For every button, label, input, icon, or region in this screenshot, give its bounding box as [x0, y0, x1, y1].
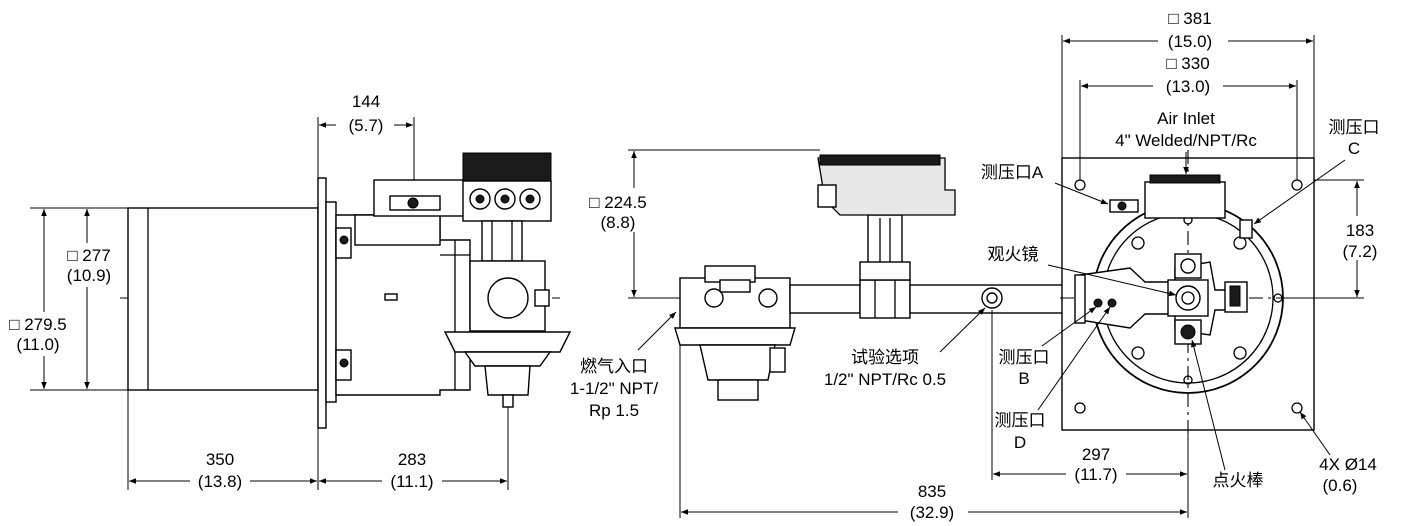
dim-350-label: 350: [206, 450, 234, 469]
dim-144-inch: (5.7): [349, 116, 384, 135]
dim-350-inch: (13.8): [198, 472, 242, 491]
tap-c-letter: C: [1348, 139, 1360, 158]
pressure-tap-b-fitting: [1093, 298, 1103, 308]
actuator-head: [817, 157, 956, 216]
air-inlet: [1144, 181, 1226, 219]
holes-inch: (0.6): [1323, 476, 1358, 495]
tap-b-letter: B: [1018, 369, 1029, 388]
igniter-label: 点火棒: [1213, 471, 1264, 490]
test-option-label: 试验选项: [851, 348, 919, 367]
dim-297-inch: (11.7): [1074, 465, 1117, 484]
pressure-tap-d-fitting: [1107, 298, 1117, 308]
sight-glass: [1175, 285, 1201, 311]
mounting-hole: [1291, 402, 1303, 414]
sight-glass-label: 观火镜: [988, 245, 1039, 264]
gas-pipe-1: [789, 284, 861, 314]
dim-279-5-label: □ 279.5: [9, 315, 67, 334]
tap-c-label: 测压口: [1329, 118, 1380, 137]
dim-381-label: □ 381: [1168, 9, 1211, 28]
dim-297-label: 297: [1082, 445, 1110, 464]
pipe-coupling: [859, 279, 911, 319]
dim-381-inch: (15.0): [1168, 32, 1212, 51]
dim-330-inch: (13.0): [1166, 77, 1210, 96]
dim-283-label: 283: [398, 450, 426, 469]
dim-183-label: 183: [1346, 221, 1374, 240]
air-inlet-label: Air Inlet: [1157, 109, 1215, 128]
mounting-hole: [1074, 402, 1086, 414]
dim-277-inch: (10.9): [67, 266, 111, 285]
pressure-tap-c-fitting: [1239, 219, 1253, 239]
dim-224-5-inch: (8.8): [601, 213, 636, 232]
holes-label: 4X Ø14: [1319, 455, 1377, 474]
regulator: [443, 331, 572, 353]
tap-b-label: 测压口: [999, 348, 1050, 367]
dim-835-label: 835: [918, 482, 946, 501]
tap-a-label: 测压口A: [981, 163, 1044, 182]
dim-835-inch: (32.9): [910, 503, 954, 522]
burner-tube: [127, 207, 319, 391]
tap-d-letter: D: [1014, 433, 1026, 452]
tap-d-label: 测压口: [995, 411, 1046, 430]
dim-283-inch: (11.1): [390, 472, 433, 491]
dim-183-inch: (7.2): [1343, 242, 1378, 261]
dim-330-label: □ 330: [1166, 54, 1209, 73]
actuator-top: [462, 152, 552, 182]
gas-inlet-size-2: Rp 1.5: [589, 401, 639, 420]
mounting-flange: [317, 177, 327, 429]
dim-277-label: □ 277: [67, 246, 110, 265]
dim-224-5-label: □ 224.5: [589, 193, 647, 212]
igniter: [1180, 324, 1196, 340]
dim-144-label: 144: [352, 92, 380, 111]
igniter-boss: [1174, 319, 1202, 345]
side-view: □ 279.5 (11.0) □ 277 (10.9) 144 (5.7) 35…: [4, 92, 572, 491]
gas-inlet-label: 燃气入口: [580, 357, 648, 376]
test-option-size: 1/2" NPT/Rc 0.5: [824, 370, 946, 389]
gas-inlet-size-1: 1-1/2" NPT/: [570, 379, 659, 398]
air-inlet-size: 4" Welded/NPT/Rc: [1115, 131, 1257, 150]
dim-279-5-inch: (11.0): [16, 335, 59, 354]
top-view: □ 224.5 (8.8) 燃气入口 1-1/2" NPT/ Rp 1.5 试验…: [570, 149, 1189, 523]
front-view: □ 381 (15.0) □ 330 (13.0) Air Inlet 4" W…: [981, 9, 1390, 495]
